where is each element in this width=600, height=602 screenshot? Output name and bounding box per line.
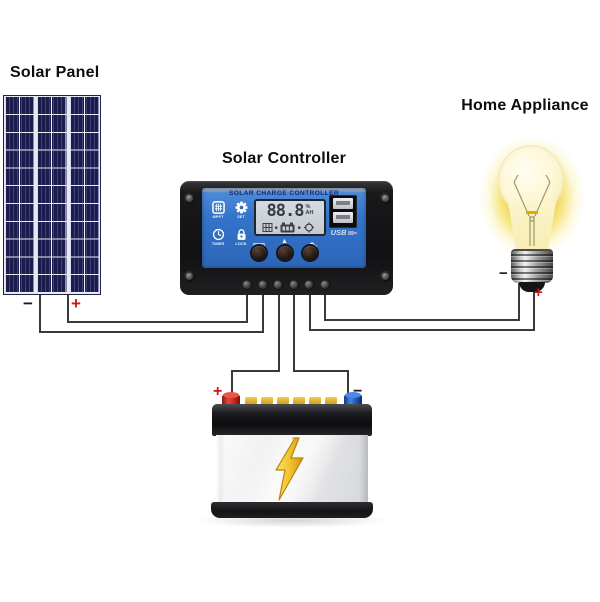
- lcd-unit-ah: AH: [305, 210, 314, 216]
- panel-cell-column: [69, 97, 99, 293]
- terminal-screw-icon: [320, 280, 330, 290]
- battery-symbol-icon: ▲: [281, 238, 288, 245]
- controller-header-text: SOLAR CHARGE CONTROLLER: [228, 190, 339, 197]
- terminal-screw-icon: [289, 280, 299, 290]
- appliance-plus-label: +: [534, 284, 543, 301]
- controller-button-right: [303, 246, 317, 260]
- panel-display-icon: [211, 201, 225, 214]
- wire-panel-plus-run: [67, 321, 248, 323]
- tile-label: TIMER: [211, 241, 225, 246]
- panel-minus-label: −: [23, 294, 33, 313]
- panel-cell-column: [5, 97, 35, 293]
- wire-load-plus-drop: [309, 289, 311, 331]
- gear-icon: [234, 201, 248, 214]
- usb-label-text: USB: [330, 228, 347, 237]
- usb-port-b-icon: [333, 212, 353, 223]
- controller-tile-set: SET: [230, 201, 252, 219]
- terminal-screw-icon: [242, 280, 252, 290]
- wire-panel-minus-drop: [39, 295, 41, 333]
- controller-tile-lock: LOCK: [230, 228, 252, 246]
- terminal-screw-icon: [304, 280, 314, 290]
- clock-icon: [212, 228, 224, 241]
- wire-load-minus-drop: [324, 289, 326, 321]
- lcd-unit-percent: %: [305, 204, 311, 210]
- wire-battery-plus-tail: [231, 370, 233, 402]
- wire-battery-minus-drop: [293, 289, 295, 372]
- mounting-screw-icon: [380, 271, 391, 282]
- wire-battery-plus-drop: [278, 289, 280, 372]
- tile-label: MPPT: [212, 214, 224, 219]
- bulb-screw-base: [511, 249, 553, 283]
- home-appliance-title: Home Appliance: [461, 97, 589, 114]
- wire-load-plus-rise: [533, 290, 535, 331]
- appliance-minus-label: −: [499, 265, 508, 282]
- panel-plus-label: +: [71, 294, 81, 313]
- usb-label: USB: [322, 228, 366, 237]
- lcd-value: 88.8: [266, 201, 305, 221]
- usb-port-a-icon: [333, 198, 353, 209]
- battery-minus-label: −: [353, 383, 363, 400]
- bulb-filament-icon: [513, 174, 551, 246]
- wire-battery-plus-run: [231, 370, 280, 372]
- usb-ports: [329, 195, 357, 228]
- terminal-screw-icon: [273, 280, 283, 290]
- wire-load-plus-run: [309, 329, 535, 331]
- usb-plug-icon: [348, 230, 358, 235]
- wire-panel-minus-rise: [262, 289, 264, 333]
- lcd-status-icons: [256, 222, 324, 233]
- battery-bottom-band: [211, 502, 373, 518]
- controller-button-middle: [278, 246, 292, 260]
- battery-top-band: [212, 404, 372, 436]
- mounting-screw-icon: [184, 271, 195, 282]
- panel-cell-column: [37, 97, 67, 293]
- wire-panel-plus-drop: [67, 295, 69, 323]
- solar-controller-title: Solar Controller: [221, 150, 347, 167]
- wire-load-minus-run: [324, 319, 520, 321]
- controller-tile-timer: TIMER: [207, 228, 229, 246]
- wire-panel-minus-run: [39, 331, 264, 333]
- mounting-screw-icon: [184, 193, 195, 204]
- tile-label: SET: [237, 214, 245, 219]
- wire-battery-minus-run: [293, 370, 349, 372]
- mounting-screw-icon: [380, 193, 391, 204]
- lock-icon: [237, 229, 245, 240]
- battery-plus-label: +: [213, 383, 223, 400]
- solar-panel-title: Solar Panel: [10, 64, 100, 81]
- wire-load-minus-rise: [518, 283, 520, 321]
- tile-label: LOCK: [235, 241, 247, 246]
- controller-button-left: [252, 246, 266, 260]
- lcd-screen: 88.8 % AH: [254, 199, 326, 236]
- solar-panel-graphic: [3, 95, 101, 295]
- bulb-contact-tip: [519, 282, 545, 292]
- terminal-screw-icon: [258, 280, 268, 290]
- controller-tile-display: MPPT: [207, 201, 229, 219]
- wire-panel-plus-rise: [246, 289, 248, 323]
- wire-battery-minus-tail: [347, 370, 349, 402]
- bulb-neck: [508, 202, 556, 252]
- lightning-bolt-icon: [275, 437, 304, 501]
